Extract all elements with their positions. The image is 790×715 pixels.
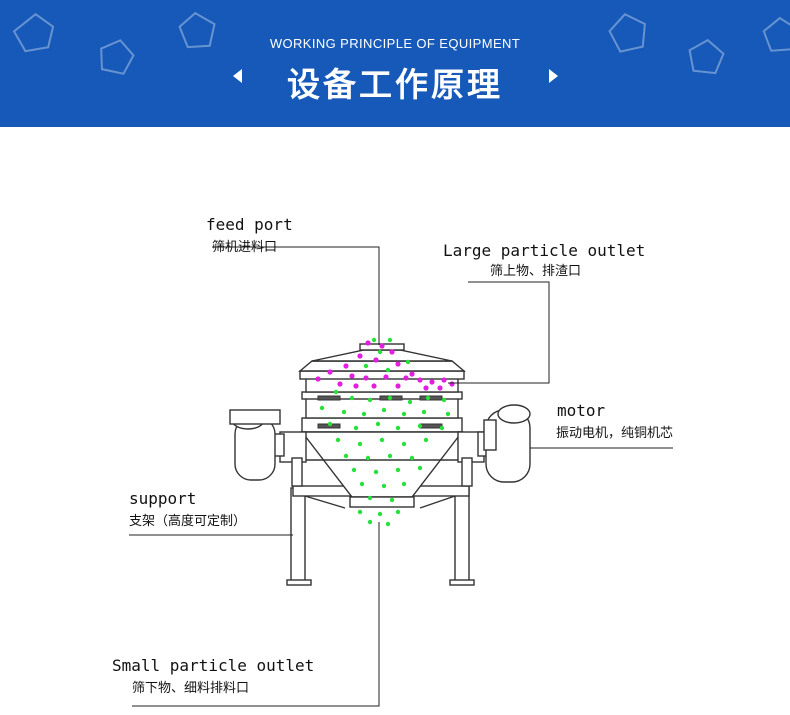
pentagon-outline-icon — [178, 11, 216, 49]
label-motor-zh: 振动电机，纯铜机芯 — [556, 426, 674, 441]
label-motor-en: motor — [557, 401, 606, 420]
pentagon-outline-icon — [762, 16, 790, 52]
large-particles — [315, 340, 455, 391]
label-large-outlet-zh: 筛上物、排渣口 — [490, 264, 582, 279]
label-feed-port-zh: 筛机进料口 — [212, 240, 278, 255]
label-large-outlet-en: Large particle outlet — [443, 241, 646, 260]
label-support-en: support — [129, 489, 197, 508]
header-title: 设备工作原理 — [287, 65, 503, 104]
pentagon-outline-icon — [100, 39, 135, 75]
label-small-outlet-en: Small particle outlet — [112, 656, 315, 675]
label-small-outlet-zh: 筛下物、细料排料口 — [132, 681, 250, 696]
pentagon-outline-icon — [608, 13, 646, 53]
vibration-motor-left — [229, 409, 285, 481]
pentagon-outline-icon — [688, 38, 725, 75]
label-support-zh: 支架（高度可定制） — [129, 514, 247, 529]
vibration-motor-right — [477, 404, 531, 483]
leader-feed-port — [212, 246, 380, 345]
banner-decoration — [12, 11, 790, 75]
header-banner: WORKING PRINCIPLE OF EQUIPMENT 设备工作原理 — [0, 0, 790, 127]
pentagon-outline-icon — [12, 12, 55, 53]
chevron-right-icon — [549, 69, 558, 83]
label-feed-port-en: feed port — [206, 215, 293, 234]
discharge-hopper — [300, 431, 464, 508]
chevron-left-icon — [233, 69, 242, 83]
leader-large-outlet — [448, 281, 550, 384]
small-particles — [319, 337, 451, 527]
header-subtitle: WORKING PRINCIPLE OF EQUIPMENT — [269, 36, 521, 51]
leader-small-outlet — [132, 522, 380, 707]
